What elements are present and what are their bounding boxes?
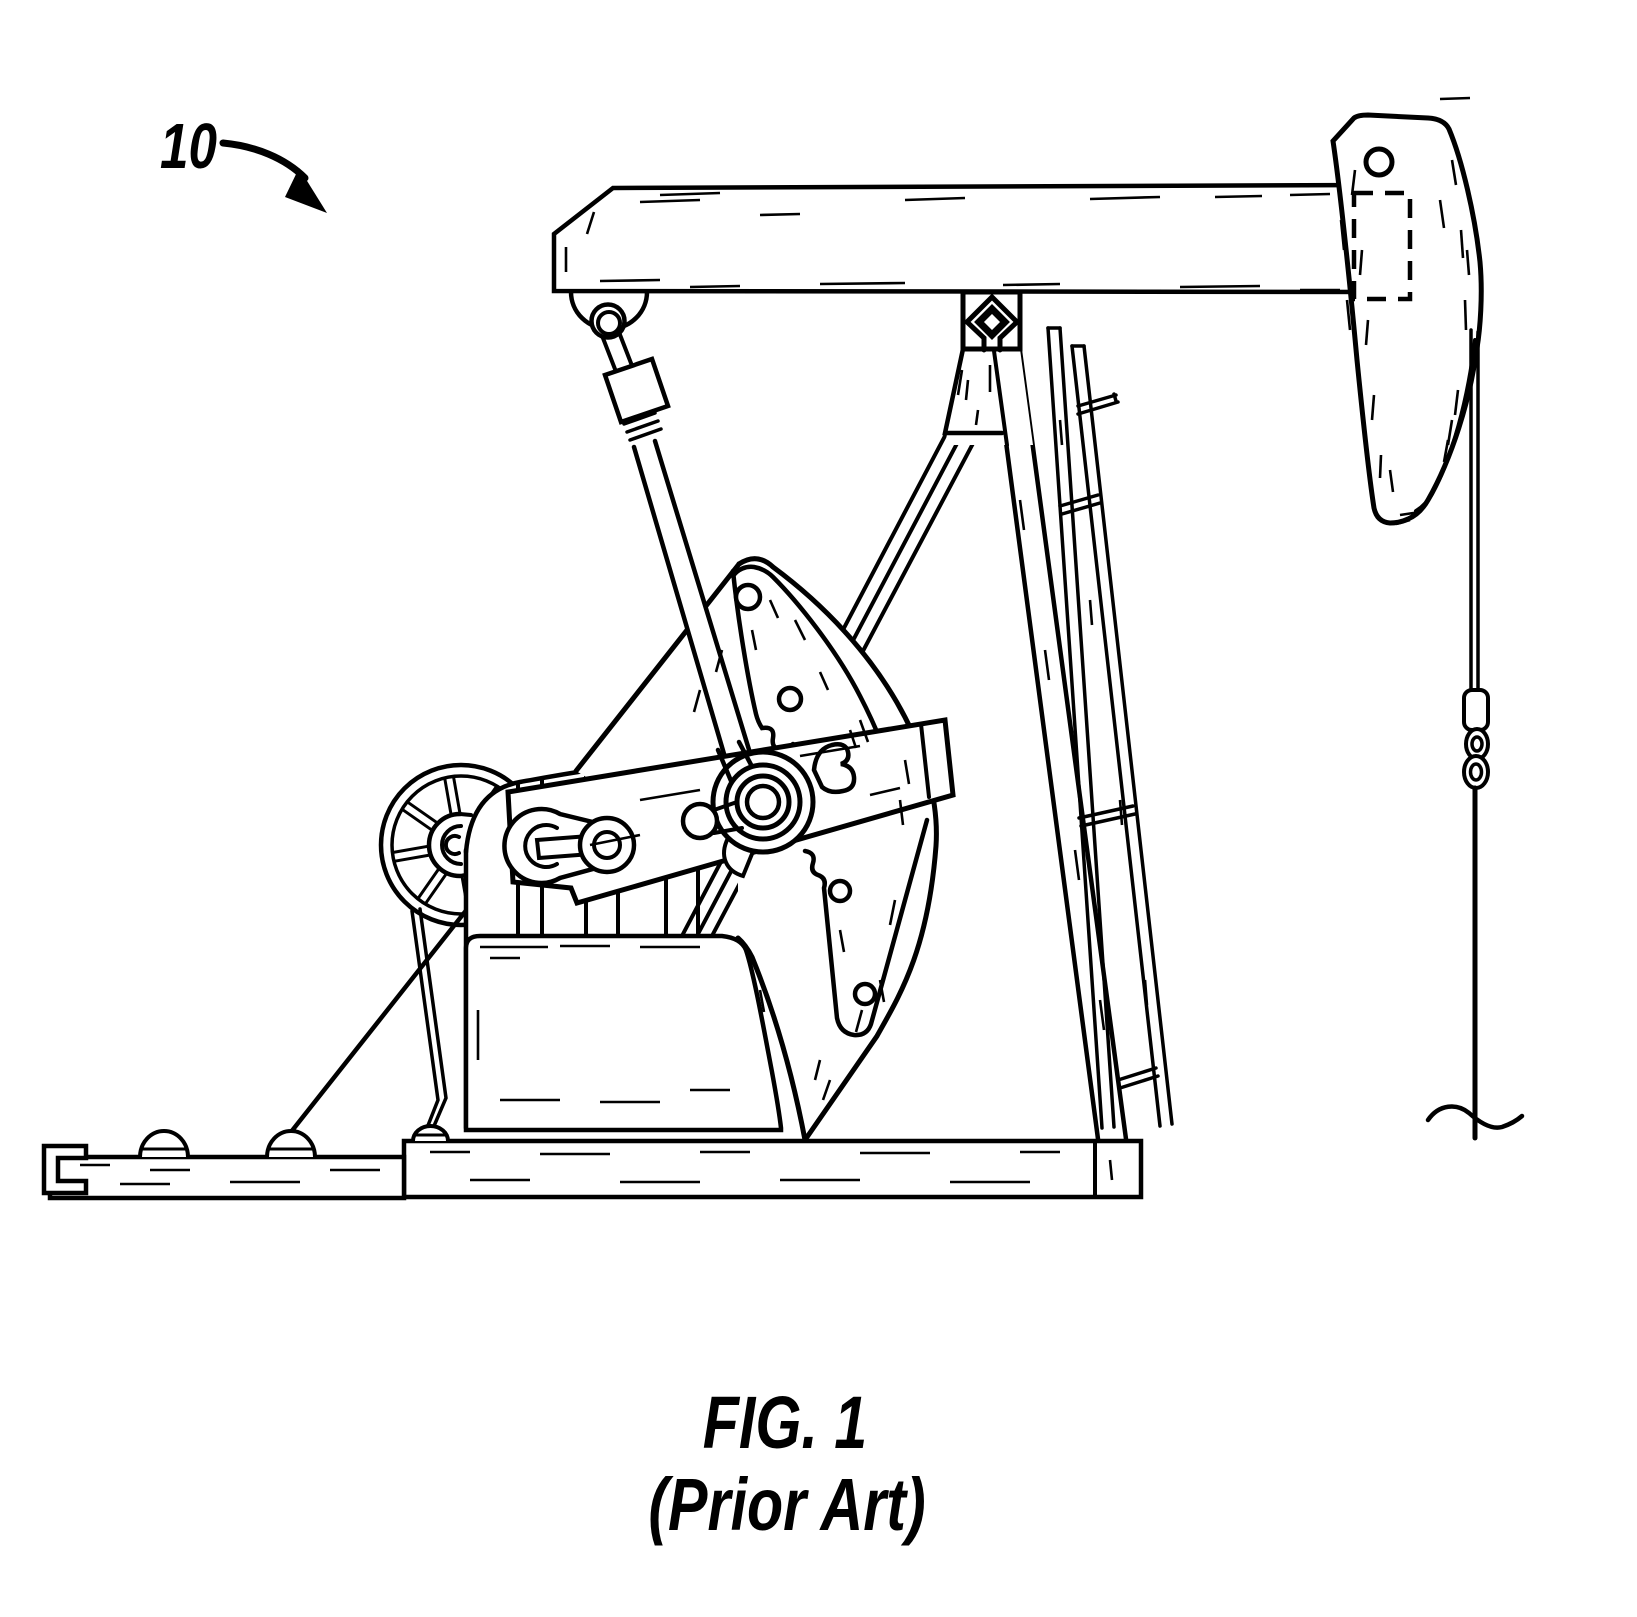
svg-text:10: 10 <box>160 112 217 183</box>
svg-text:(Prior Art): (Prior Art) <box>648 1464 925 1547</box>
svg-text:FIG. 1: FIG. 1 <box>703 1382 867 1465</box>
